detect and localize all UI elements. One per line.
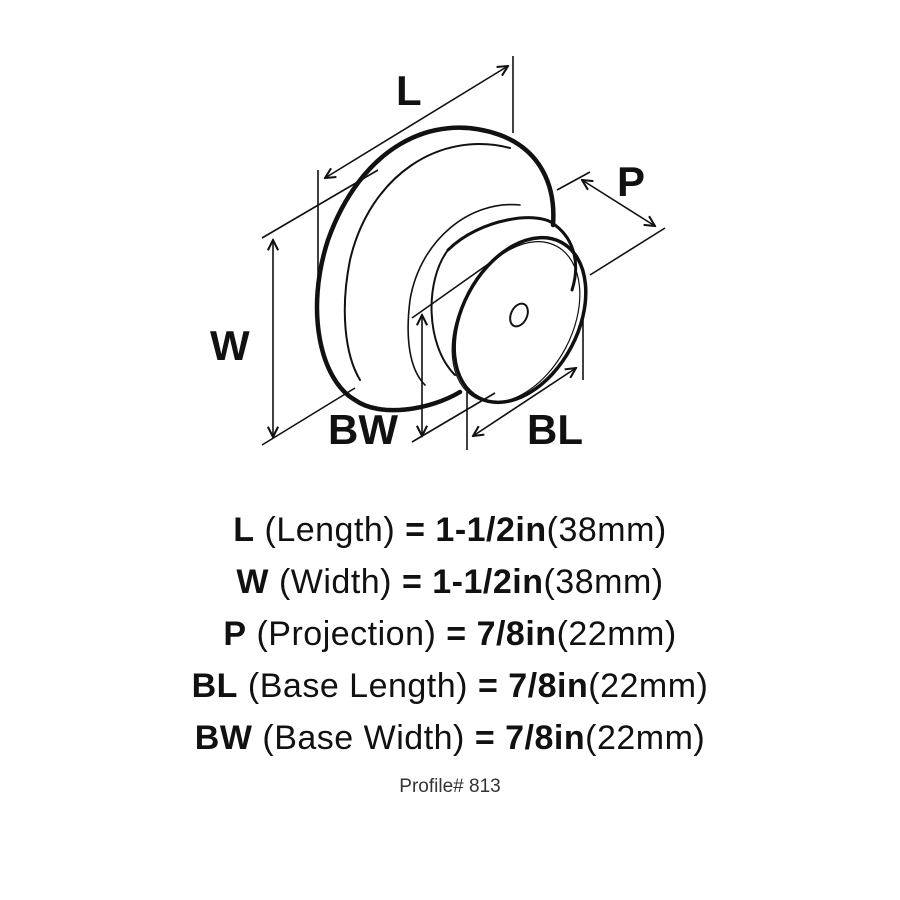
- spec-base-width: BW (Base Width) = 7/8in(22mm): [0, 712, 900, 764]
- knob-stem: [407, 203, 521, 386]
- l-dimension-arrow: [325, 66, 508, 178]
- spec-metric: (22mm): [585, 719, 706, 757]
- spec-equals: =: [401, 563, 423, 601]
- spec-abbr: BW: [194, 719, 253, 757]
- spec-desc: (Projection): [256, 615, 437, 653]
- spec-metric: (22mm): [588, 667, 709, 705]
- knob-drawing: [314, 125, 588, 413]
- knob-rim-right: [497, 132, 556, 228]
- label-length: L: [396, 67, 422, 114]
- spec-imperial: 7/8in: [508, 667, 589, 705]
- spec-length: L (Length) = 1-1/2in(38mm): [0, 504, 900, 556]
- spec-equals: =: [405, 511, 426, 549]
- spec-equals: =: [446, 615, 467, 653]
- label-base-length: BL: [527, 406, 583, 453]
- knob-outer-rim: [314, 125, 503, 413]
- spec-abbr: L: [233, 511, 255, 549]
- spec-abbr: BL: [191, 667, 238, 705]
- bw-extension-bottom: [411, 392, 496, 443]
- spec-width: W (Width) = 1-1/2in(38mm): [0, 556, 900, 608]
- spec-abbr: W: [236, 563, 269, 601]
- spec-desc: (Base Width): [262, 719, 465, 757]
- knob-face: [343, 143, 511, 381]
- spec-desc: (Length): [264, 511, 396, 549]
- base-cylinder-left: [430, 249, 456, 376]
- spec-equals: =: [477, 667, 499, 705]
- spec-imperial: 7/8in: [505, 719, 586, 757]
- spec-base-length: BL (Base Length) = 7/8in(22mm): [0, 660, 900, 712]
- spec-metric: (38mm): [543, 563, 664, 601]
- label-projection: P: [617, 158, 645, 205]
- label-width: W: [210, 322, 250, 369]
- p-dimension-arrow: [582, 180, 655, 226]
- label-base-width: BW: [328, 406, 398, 453]
- spec-abbr: P: [223, 615, 247, 653]
- spec-imperial: 1-1/2in: [432, 563, 544, 601]
- bw-extension-top: [411, 259, 495, 319]
- spec-projection: P (Projection) = 7/8in(22mm): [0, 608, 900, 660]
- spec-imperial: 7/8in: [476, 615, 557, 653]
- screw-hole: [509, 302, 529, 328]
- w-extension-top: [261, 169, 379, 239]
- p-extension-top: [556, 171, 591, 191]
- spec-desc: (Base Length): [247, 667, 468, 705]
- spec-desc: (Width): [278, 563, 392, 601]
- spec-metric: (38mm): [546, 511, 667, 549]
- spec-imperial: 1-1/2in: [435, 511, 547, 549]
- dimension-spec-list: L (Length) = 1-1/2in(38mm) W (Width) = 1…: [0, 504, 900, 764]
- dimension-lines: [261, 56, 666, 450]
- spec-equals: =: [474, 719, 496, 757]
- knob-dimension-diagram: L W P BW BL: [210, 56, 666, 453]
- spec-metric: (22mm): [556, 615, 677, 653]
- bl-dimension-arrow: [473, 368, 576, 436]
- base-cylinder-top: [446, 216, 578, 292]
- p-extension-bottom: [589, 227, 666, 276]
- profile-number: Profile# 813: [399, 776, 501, 797]
